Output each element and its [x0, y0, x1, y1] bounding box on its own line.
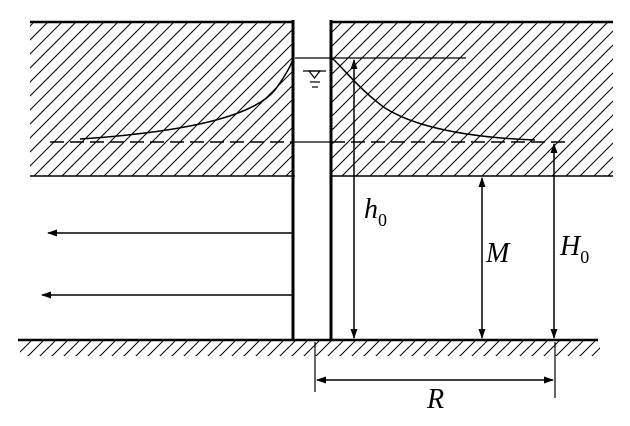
confining-layer: [30, 20, 613, 177]
label-r: R: [426, 384, 444, 415]
drawdown-curve: [79, 56, 536, 141]
flow-arrows: [41, 229, 293, 299]
label-h0-capital: H0: [559, 231, 589, 267]
well-casing: [291, 20, 333, 340]
dimension-r: [314, 342, 556, 398]
water-level-symbol: [303, 70, 326, 88]
aquifer-base: [18, 338, 600, 356]
label-h0: h0: [364, 194, 387, 230]
label-m: M: [485, 238, 511, 269]
well-bore: [295, 22, 330, 340]
